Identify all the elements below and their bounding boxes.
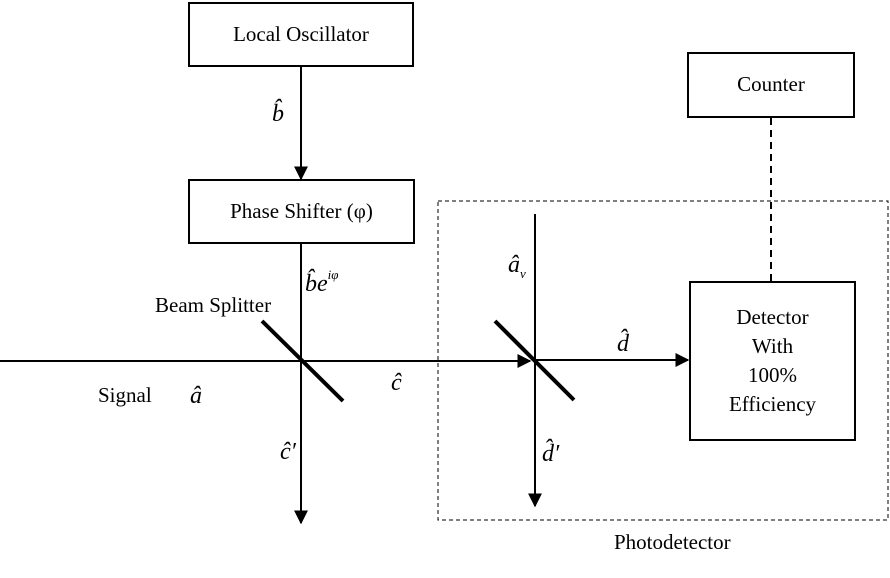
- operator-a-vacuum-base: â: [508, 252, 520, 278]
- operator-a-vacuum: âv: [508, 253, 526, 280]
- counter-box: Counter: [687, 52, 855, 118]
- detector-label-line2: With: [751, 334, 794, 359]
- operator-b-shifted: b̂eiφ: [305, 268, 338, 296]
- photodetector-enclosure: [437, 200, 889, 521]
- operator-b-shifted-base: b̂e: [305, 271, 328, 297]
- beam-splitter-label: Beam Splitter: [155, 293, 272, 317]
- operator-c-prime: ĉ′: [280, 439, 296, 465]
- phase-shifter-box: Phase Shifter (φ): [188, 179, 415, 244]
- detector-label-line1: Detector: [736, 305, 809, 330]
- detector-label-line4: Efficiency: [728, 391, 817, 416]
- local-oscillator-box: Local Oscillator: [188, 2, 414, 67]
- operator-b: b̂: [272, 101, 284, 127]
- beam-splitter-2: [493, 319, 576, 402]
- detector-box: Detector With 100% Efficiency: [689, 281, 856, 441]
- operator-d: d̂: [617, 331, 629, 357]
- operator-d-prime: d̂′: [542, 441, 560, 467]
- phase-shifter-label: Phase Shifter (φ): [230, 198, 373, 223]
- detector-label-line3: 100%: [748, 363, 797, 387]
- photodetector-label: Photodetector: [614, 530, 731, 554]
- signal-label: Signal: [98, 383, 152, 407]
- beam-splitter-1: [260, 319, 345, 403]
- operator-a: â: [190, 383, 202, 409]
- operator-c: ĉ: [391, 370, 402, 396]
- operator-b-shifted-exponent: iφ: [327, 267, 339, 282]
- local-oscillator-label: Local Oscillator: [233, 21, 369, 46]
- operator-a-vacuum-subscript: v: [520, 266, 526, 281]
- counter-label: Counter: [737, 72, 805, 97]
